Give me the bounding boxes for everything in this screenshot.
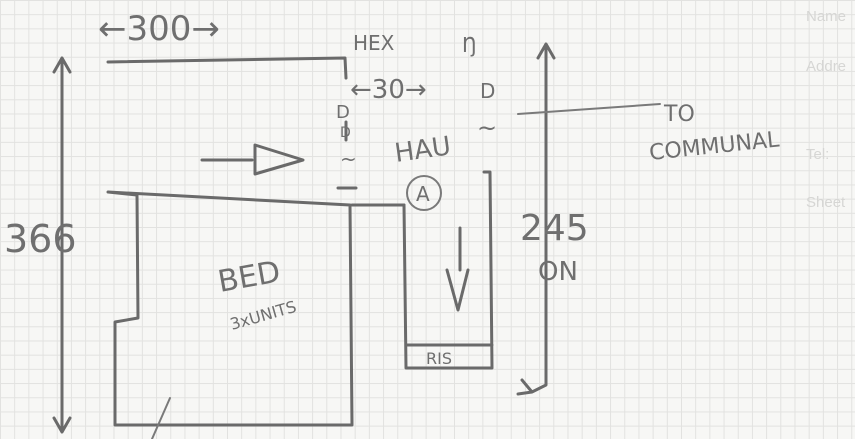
name-field-label: Name: [806, 8, 847, 25]
height-dimension-arrow: [52, 56, 72, 434]
dimension-30: ←30→: [350, 75, 427, 105]
bed-units-label: 3xUNITS: [228, 297, 299, 334]
height-dimension: 366: [4, 217, 77, 261]
bed-label: BED: [215, 255, 283, 300]
d-right-label: D: [480, 79, 495, 103]
room-outline: [106, 56, 354, 427]
address-field-label: Addre: [806, 58, 847, 75]
width-dimension: ←300→: [98, 9, 220, 49]
hau-marker: A: [416, 182, 430, 206]
hau-label: HAU: [393, 131, 453, 169]
hau-marker-circle: [406, 175, 442, 211]
opening-wall-marks: [336, 186, 406, 207]
hex-label: HEX: [353, 31, 395, 55]
flow-arrow-down: [445, 226, 470, 312]
tilde-mid-label: ~: [340, 147, 357, 171]
riser-box: [402, 170, 494, 370]
hau-tilde: ~: [477, 114, 497, 142]
ris-label: RIS: [426, 349, 452, 368]
communal-label: COMMUNAL: [648, 127, 781, 166]
flow-arrow-right: [200, 143, 305, 176]
dimension-on: ON: [538, 257, 578, 287]
bottom-tick: [151, 397, 171, 439]
dimension-245: 245: [520, 208, 589, 249]
communal-connector-line: [517, 103, 661, 115]
right-dimension-arrow: [516, 42, 556, 396]
n-right-label: Ŋ: [462, 33, 477, 57]
to-label: TO: [663, 102, 695, 127]
sheet-field-label: Sheet: [806, 194, 846, 211]
d-left-label: D: [336, 102, 350, 123]
tel-field-label: Tel:: [806, 146, 830, 163]
d-mid-label: D: [340, 125, 351, 141]
